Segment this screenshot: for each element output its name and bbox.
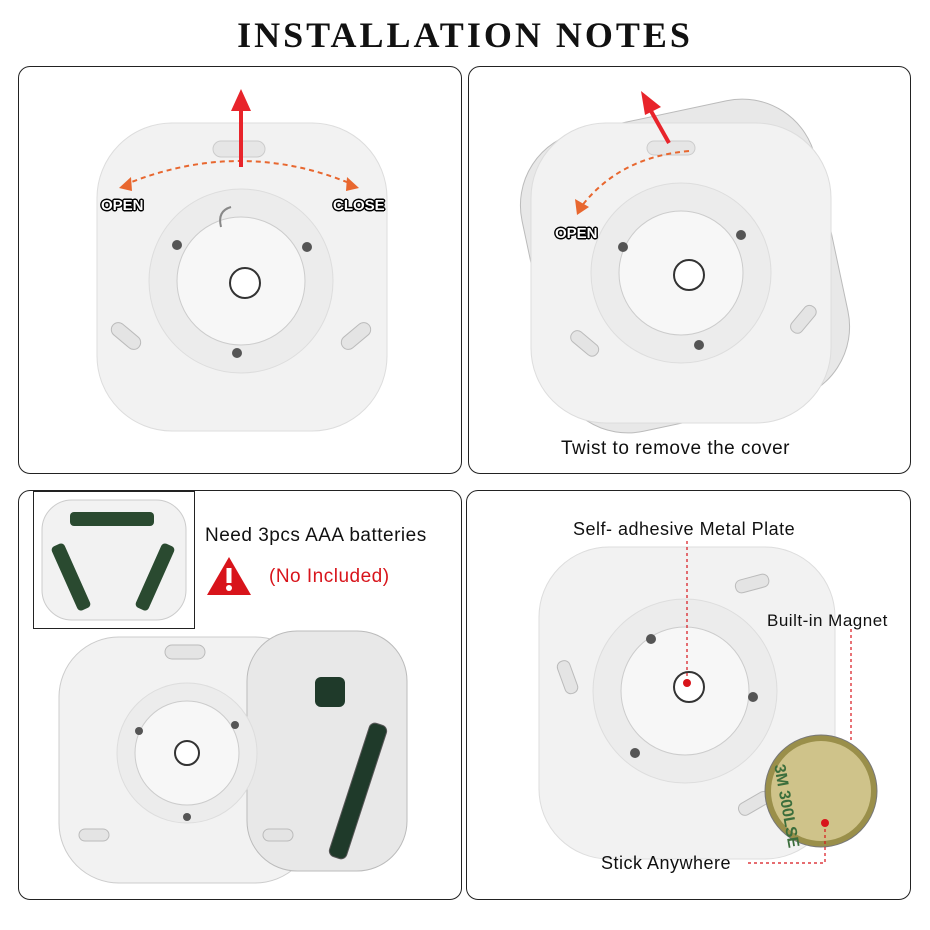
stick-label: Stick Anywhere <box>601 853 732 873</box>
twist-caption: Twist to remove the cover <box>561 438 790 459</box>
battery-inset <box>33 491 195 629</box>
magnet-label: Built-in Magnet <box>767 611 888 630</box>
device-illustration <box>96 89 388 432</box>
battery-illustration <box>58 630 408 884</box>
panel-batteries: Need 3pcs AAA batteries (No Included) <box>18 490 462 900</box>
batteries-text: Need 3pcs AAA batteries <box>205 525 427 546</box>
warning-icon <box>207 557 251 595</box>
metal-plate-label: Self- adhesive Metal Plate <box>573 519 796 539</box>
panel-twist-remove: OPEN Twist to remove the cover <box>468 66 911 474</box>
open-label: OPEN <box>555 225 598 242</box>
magnet-illustration <box>538 541 878 864</box>
panel-open-close: OPEN CLOSE <box>18 66 462 474</box>
open-label: OPEN <box>101 197 144 214</box>
close-label: CLOSE <box>333 197 385 214</box>
device-twisted-illustration <box>519 91 851 434</box>
page-title: INSTALLATION NOTES <box>237 15 693 55</box>
warning-text: (No Included) <box>269 566 390 587</box>
battery-inset-illustration <box>41 499 187 621</box>
panel-magnet-mount: 3M 300LSE Self- adhesive Metal Plate Bui… <box>466 490 911 900</box>
